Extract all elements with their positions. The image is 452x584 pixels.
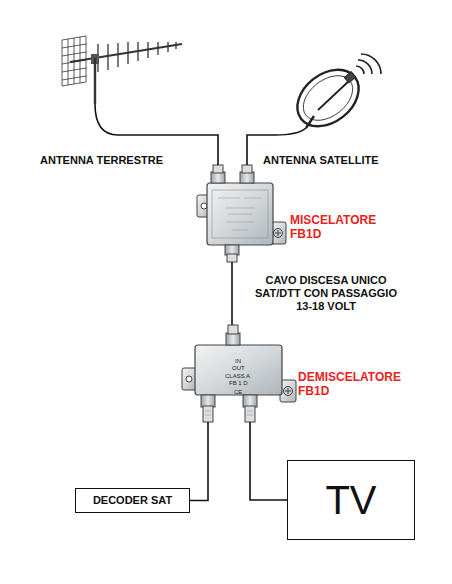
- cable-line: [190, 422, 208, 501]
- cable-line: [205, 135, 218, 165]
- satellite-dish: [255, 54, 381, 138]
- label-holder: CE: [234, 380, 242, 398]
- device-marking: CE: [234, 389, 242, 396]
- cable-line: [247, 135, 255, 165]
- device-marking: FB 1 D: [229, 380, 248, 387]
- part-label: DEMISCELATORE FB1D: [298, 370, 401, 398]
- antenna-node: ANTENNA TERRESTRE: [30, 15, 205, 165]
- mixer-node: MISCELATORE FB1D: [195, 165, 390, 262]
- decoder-box: DECODER SAT: [75, 488, 190, 513]
- label-holder: CLASS A: [225, 364, 250, 382]
- cable-label: CAVO DISCESA UNICO SAT/DTT CON PASSAGGIO…: [248, 273, 404, 314]
- cable-line: [231, 262, 233, 325]
- device-marking: OUT: [232, 365, 245, 372]
- demixer-node: DEMISCELATORE FB1D: [180, 325, 420, 422]
- box-label: TV: [325, 478, 376, 522]
- label-holder: IN: [235, 349, 241, 367]
- part-label: ANTENNA SATELLITE: [263, 154, 379, 167]
- label-holder: ANTENNA TERRESTRE: [40, 150, 163, 168]
- label-holder: FB 1 D: [229, 371, 248, 389]
- mixer-device: [197, 165, 286, 262]
- device-marking: CLASS A: [225, 373, 250, 380]
- part-label: MISCELATORE FB1D: [290, 213, 376, 241]
- label-holder: DEMISCELATORE FB1D: [298, 370, 401, 399]
- label-holder: OUT: [232, 356, 245, 374]
- box-label: DECODER SAT: [93, 494, 172, 507]
- part-label: ANTENNA TERRESTRE: [40, 154, 163, 167]
- demixer-device: [182, 325, 296, 422]
- label-holder: MISCELATORE FB1D: [290, 213, 376, 242]
- tv-box: TV: [287, 460, 415, 540]
- label-holder: CAVO DISCESA UNICO SAT/DTT CON PASSAGGIO…: [248, 273, 404, 314]
- device-marking: IN: [235, 358, 241, 365]
- cable-line: [250, 422, 287, 500]
- antenna-node: ANTENNA SATELLITE: [255, 55, 410, 165]
- label-holder: ANTENNA SATELLITE: [263, 150, 379, 168]
- terrestrial-antenna: [62, 36, 205, 135]
